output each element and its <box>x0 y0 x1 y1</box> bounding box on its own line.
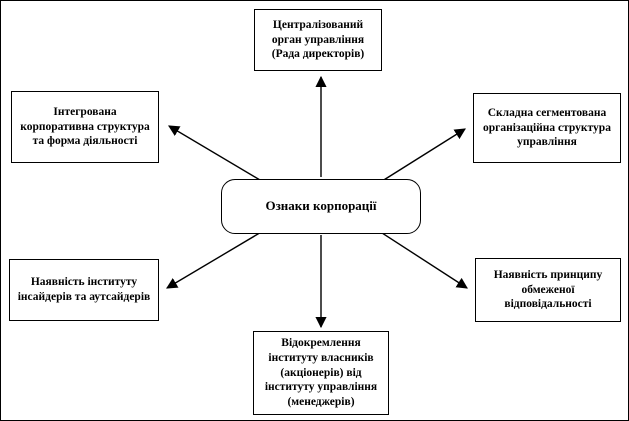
node-corporation-features-center: Ознаки корпорації <box>221 179 421 234</box>
node-insiders-outsiders-institute: Наявність інституту інсайдерів та аутсай… <box>9 259 159 321</box>
node-owners-management-separation: Відокремлення інституту власників (акціо… <box>253 331 389 415</box>
arrow-to-top-left-icon <box>168 125 266 184</box>
node-integrated-corporate-structure: Інтегрована корпоративна структура та фо… <box>11 91 159 163</box>
arrow-to-bottom-left-icon <box>166 230 264 289</box>
arrow-to-bottom-right-icon <box>378 230 468 289</box>
arrow-to-top-right-icon <box>378 128 466 184</box>
node-limited-liability-principle: Наявність принципу обмеженої відповідаль… <box>475 258 621 322</box>
node-centralized-governing-body: Централізований орган управління (Рада д… <box>254 9 382 71</box>
node-segmented-org-structure: Складна сегментована організаційна струк… <box>473 93 621 163</box>
